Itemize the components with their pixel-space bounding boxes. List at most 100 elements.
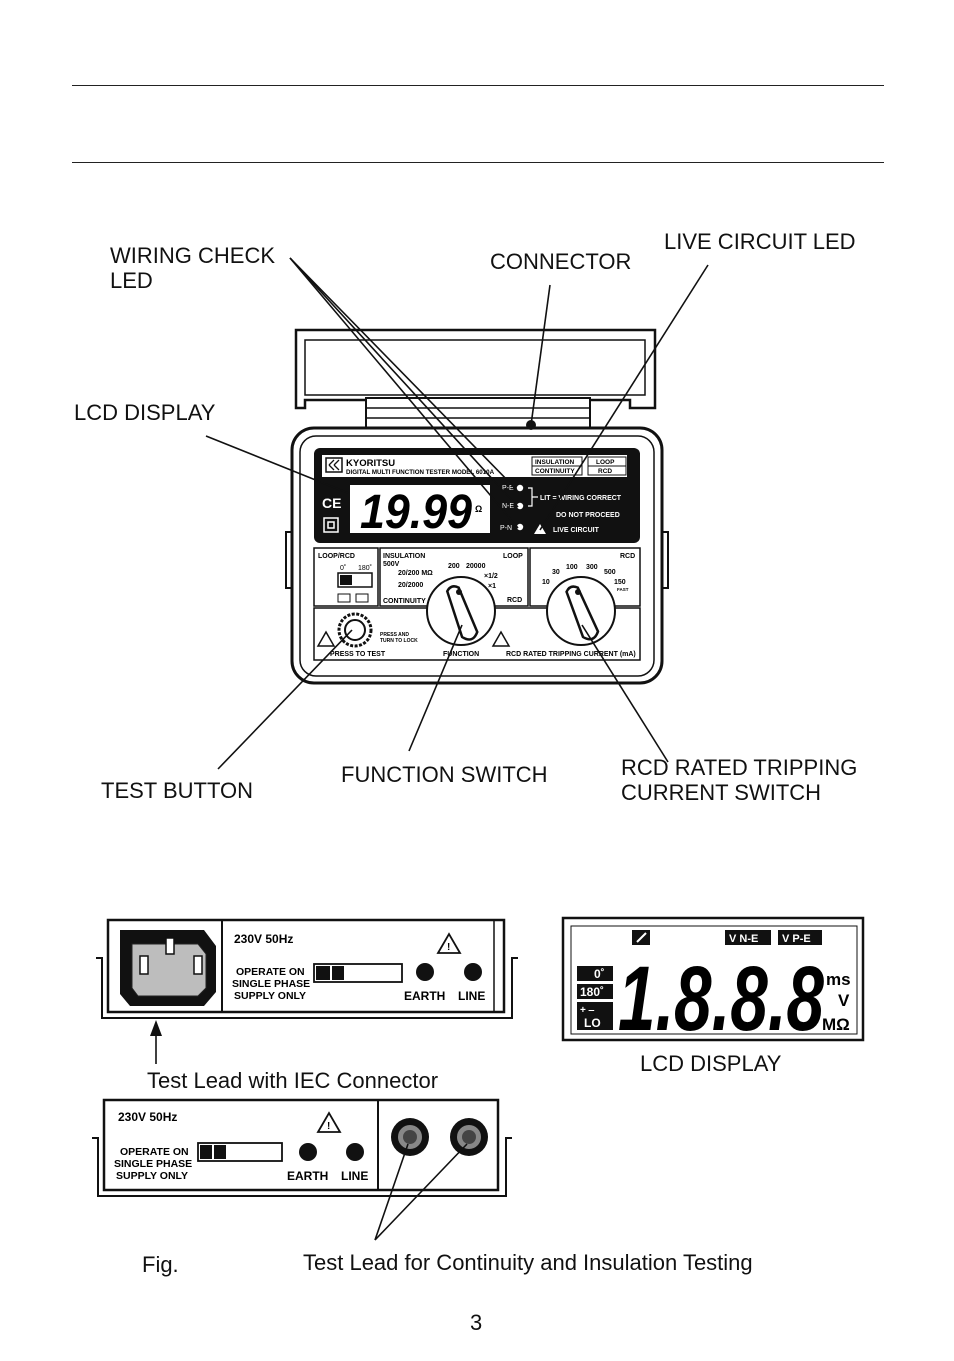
rcd-30-text: 30 (552, 569, 560, 576)
label-connector: CONNECTOR (490, 249, 632, 274)
battery-icon (577, 1002, 613, 1030)
led-ne (516, 502, 524, 510)
probe-icon (636, 932, 647, 943)
ce-mark: CE (322, 495, 341, 511)
legend-do-not: DO NOT PROCEED (556, 512, 620, 519)
iec-operate-1: OPERATE ON (236, 966, 305, 978)
hinge (365, 397, 591, 429)
lcd-unit-ms: ms (826, 970, 851, 989)
lcd-unit: Ω (475, 504, 482, 514)
cont-operate-3: SUPPLY ONLY (116, 1170, 188, 1182)
label-rcd-switch-line2: CURRENT SWITCH (621, 780, 822, 805)
lcd-deg180: 180˚ (580, 985, 604, 999)
led-pe (516, 484, 524, 492)
double-insulation-icon (323, 517, 339, 533)
leader-lines (205, 257, 709, 770)
label-test-lead-continuity: Test Lead for Continuity and Insulation … (303, 1250, 753, 1275)
panel-loop-rcd: LOOP/RCD (318, 553, 355, 560)
loop-20000-text: 20000 (466, 563, 486, 570)
header-rule-top (72, 85, 884, 86)
svg-text:+ ‒: + ‒ (580, 1005, 595, 1016)
press-to-test-text: PRESS TO TEST (330, 651, 386, 658)
iec-operate-3: SUPPLY ONLY (234, 990, 306, 1002)
lcd-unit-mohm: MΩ (822, 1015, 850, 1034)
svg-text:!: ! (327, 1121, 330, 1132)
cont-warning-icon (316, 1111, 342, 1133)
label-lcd-display: LCD DISPLAY (74, 400, 216, 425)
tester-lid (294, 328, 657, 410)
iec-earth-label: EARTH (404, 989, 445, 1003)
cont-line-neon (346, 1143, 364, 1161)
rcd-panel-label: RCD (620, 553, 635, 560)
lcd-digits: 1.8.8.8 (618, 948, 825, 1050)
iec-voltage: 230V 50Hz (234, 932, 293, 946)
lcd-v-ne: V N-E (729, 933, 758, 945)
label-live-circuit-led: LIVE CIRCUIT LED (664, 229, 856, 254)
lcd-lo: LO (584, 1016, 601, 1030)
led-ne-label: N-E (502, 503, 514, 510)
led-pn-label: P-N (500, 525, 512, 532)
label-test-lead-iec: Test Lead with IEC Connector (147, 1068, 439, 1093)
loop-x1-text: ×1 (488, 583, 496, 590)
cont-earth-neon (299, 1143, 317, 1161)
lcd-v-pe: V P-E (782, 933, 811, 945)
range-20-200: 20/200 MΩ (398, 570, 433, 577)
range-20-2000: 20/2000 (398, 582, 423, 589)
rcd-caption-text: RCD RATED TRIPPING CURRENT (mA) (506, 651, 636, 658)
continuity-panel (102, 1098, 500, 1192)
terminal-socket-2 (450, 1118, 488, 1156)
label-wiring-check-line2: LED (110, 268, 153, 293)
angle-0-text: 0˚ (340, 564, 346, 572)
label-fig: Fig. (142, 1252, 179, 1277)
panel-continuity-text: CONTINUITY (383, 598, 426, 605)
press-turn-text: PRESS AND (380, 632, 409, 638)
cont-operate-2: SINGLE PHASE (114, 1158, 192, 1170)
label-wiring-check-line1: WIRING CHECK (110, 243, 275, 268)
rcd-fast-text: FAST (617, 587, 629, 592)
iec-line-neon (464, 963, 482, 981)
terminal-socket-1 (391, 1118, 429, 1156)
connector-dot (526, 420, 536, 430)
label-rcd-switch-line1: RCD RATED TRIPPING (621, 755, 858, 780)
turn-lock-text: TURN TO LOCK (380, 638, 418, 644)
rcd-100-text: 100 (566, 564, 578, 571)
function-caption-text: FUNCTION (443, 651, 479, 658)
cont-earth-label: EARTH (287, 1169, 328, 1183)
loop-half-text: ×1/2 (484, 573, 498, 580)
cont-operate-1: OPERATE ON (120, 1146, 189, 1158)
label-lcd-display-bottom: LCD DISPLAY (640, 1051, 782, 1076)
loop-200-text: 200 (448, 563, 460, 570)
legend-live: LIVE CIRCUIT (553, 527, 600, 534)
label-function-switch: FUNCTION SWITCH (341, 762, 548, 787)
label-rcd-switch: RCD RATED TRIPPING CURRENT SWITCH (621, 755, 857, 805)
mode-rcd-text: RCD (598, 468, 612, 475)
iec-operate-2: SINGLE PHASE (232, 978, 310, 990)
tester-illustration: KYORITSU DIGITAL MULTI FUNCTION TESTER M… (205, 257, 709, 770)
iec-warning-icon (436, 932, 462, 954)
lcd-window (350, 485, 490, 533)
label-wiring-check-led: WIRING CHECK LED (110, 243, 275, 293)
rcd-10-text: 10 (542, 579, 550, 586)
brand-text: KYORITSU (346, 458, 395, 469)
legend-lit: LIT = WIRING CORRECT (540, 495, 622, 502)
arrow-up-icon (150, 1020, 162, 1036)
cont-line-label: LINE (341, 1169, 368, 1183)
rcd-label-text: RCD (507, 597, 522, 604)
panel-500v-text: 500V (383, 561, 400, 568)
rcd-500-text: 500 (604, 569, 616, 576)
cont-voltage: 230V 50Hz (118, 1110, 177, 1124)
angle-180-text: 180˚ (358, 564, 372, 572)
header-rule-bottom (72, 162, 884, 163)
lcd-detail (561, 916, 865, 1042)
panel-ins-text: INSULATION (383, 553, 425, 560)
mode-ins-text: INSULATION (535, 459, 575, 466)
warning-triangle-icon-2 (491, 630, 511, 647)
iec-socket (120, 930, 216, 1006)
lcd-unit-v: V (838, 991, 850, 1010)
model-text: DIGITAL MULTI FUNCTION TESTER MODEL 6010… (346, 469, 495, 476)
rcd-300-text: 300 (586, 564, 598, 571)
rcd-150-text: 150 (614, 579, 626, 586)
mode-cont-text: CONTINUITY (535, 468, 575, 475)
iec-line-label: LINE (458, 989, 485, 1003)
loop-label-text: LOOP (503, 553, 523, 560)
